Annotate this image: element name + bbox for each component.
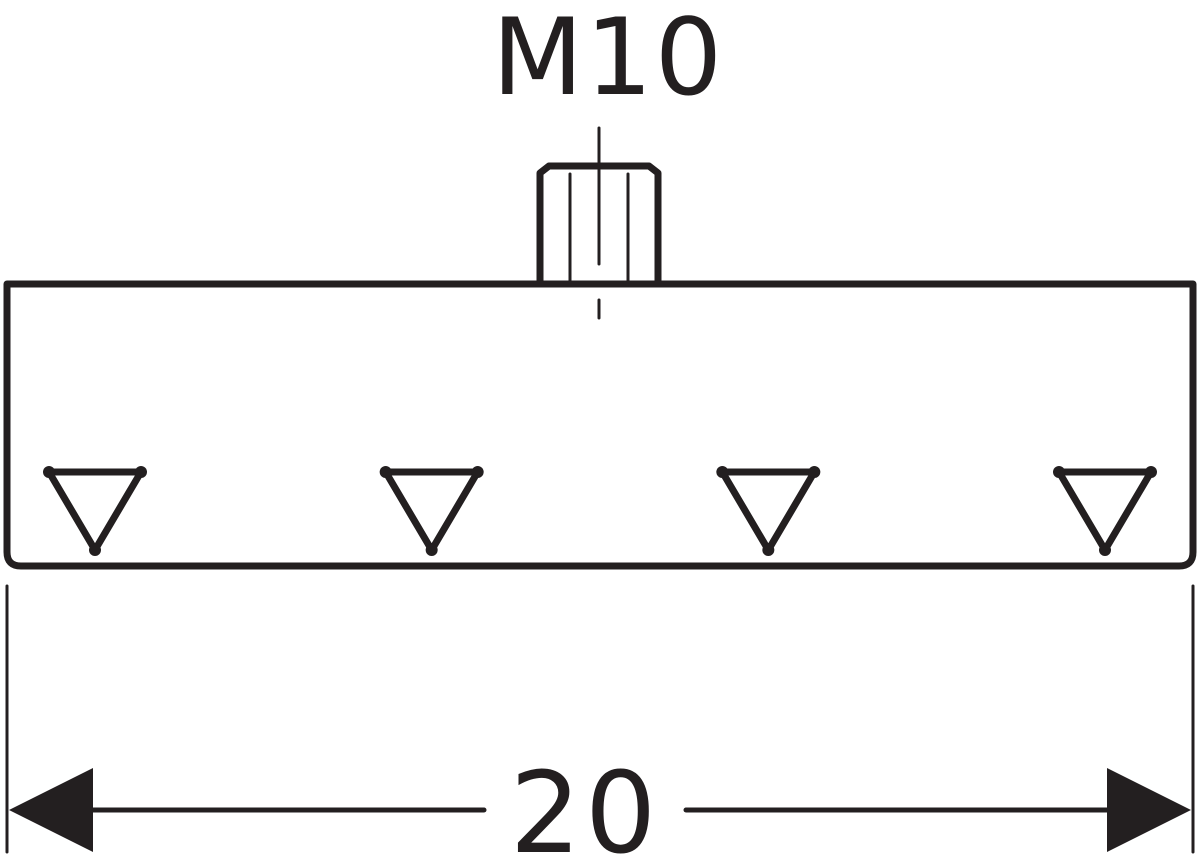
hole-marker-vertex [716, 466, 729, 478]
dimension-arrow-left-icon [9, 768, 93, 852]
hole-marker-icon [1053, 466, 1157, 556]
hole-marker-icon [379, 466, 484, 556]
hole-marker-triangle [1055, 468, 1155, 554]
hole-marker-icon [716, 466, 821, 556]
hole-marker-vertex [379, 466, 392, 478]
dimension-value-label: 20 [510, 749, 661, 862]
hole-marker-vertex [808, 466, 821, 478]
hole-marker-triangle [382, 468, 482, 554]
dimension-arrow-right-icon [1107, 768, 1191, 852]
hole-marker-triangle [45, 468, 145, 554]
hole-marker-triangle [718, 468, 818, 554]
thread-size-label: M10 [492, 0, 724, 119]
base-plate [3, 280, 1197, 570]
hole-marker-vertex [1053, 466, 1065, 478]
hole-marker-vertex [135, 466, 147, 478]
hole-marker-vertex [762, 544, 775, 556]
hole-markers [43, 466, 1157, 556]
hole-marker-vertex [89, 544, 101, 556]
hole-marker-vertex [43, 466, 55, 478]
hole-marker-vertex [471, 466, 484, 478]
hole-marker-vertex [425, 544, 438, 556]
hole-marker-vertex [1145, 466, 1157, 478]
hole-marker-vertex [1099, 544, 1111, 556]
hole-marker-icon [43, 466, 147, 556]
